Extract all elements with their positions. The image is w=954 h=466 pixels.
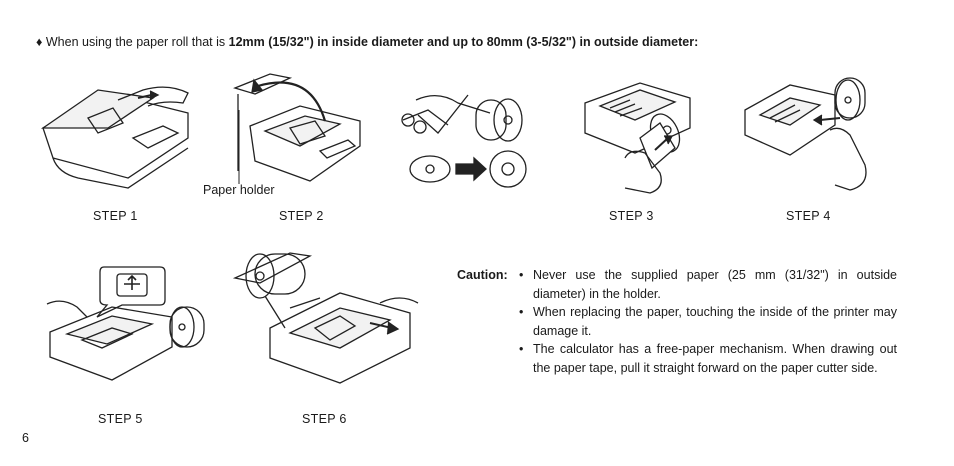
step-4-label: STEP 4 — [786, 209, 831, 223]
bullet-icon: • — [519, 268, 524, 282]
caution-item: • Never use the supplied paper (25 mm (31… — [519, 266, 897, 303]
caution-heading: Caution: — [457, 268, 508, 282]
step-1-illustration — [38, 78, 198, 193]
caution-block: Caution: • Never use the supplied paper (… — [457, 266, 897, 377]
step-3-label: STEP 3 — [609, 209, 654, 223]
intro-bold: 12mm (15/32") in inside diameter and up … — [228, 35, 699, 49]
caution-list: • Never use the supplied paper (25 mm (31… — [457, 266, 897, 377]
bullet-icon: • — [519, 342, 524, 356]
page-number: 6 — [22, 431, 29, 445]
caution-item-text: When replacing the paper, touching the i… — [533, 305, 897, 338]
caution-item: • The calculator has a free-paper mechani… — [519, 340, 897, 377]
step-3-illustration — [580, 78, 695, 198]
caution-item-text: The calculator has a free-paper mechanis… — [533, 342, 897, 375]
paper-holder-leader-line — [238, 110, 240, 184]
caution-item-text: Never use the supplied paper (25 mm (31/… — [533, 268, 897, 301]
caution-item: • When replacing the paper, touching the … — [519, 303, 897, 340]
step-6-label: STEP 6 — [302, 412, 347, 426]
step-1-label: STEP 1 — [93, 209, 138, 223]
step-6-illustration — [230, 248, 420, 388]
paper-holder-label: Paper holder — [203, 183, 275, 197]
step-2-illustration — [230, 66, 370, 191]
step-4-illustration — [740, 70, 875, 195]
step-5-illustration — [42, 262, 217, 387]
paper-cut-illustration — [398, 85, 533, 190]
intro-line: ♦ When using the paper roll that is 12mm… — [36, 35, 698, 49]
intro-lead: When using the paper roll that is — [45, 35, 229, 49]
step-2-label: STEP 2 — [279, 209, 324, 223]
bullet-icon: • — [519, 305, 524, 319]
intro-bullet: ♦ — [36, 35, 43, 49]
step-5-label: STEP 5 — [98, 412, 143, 426]
